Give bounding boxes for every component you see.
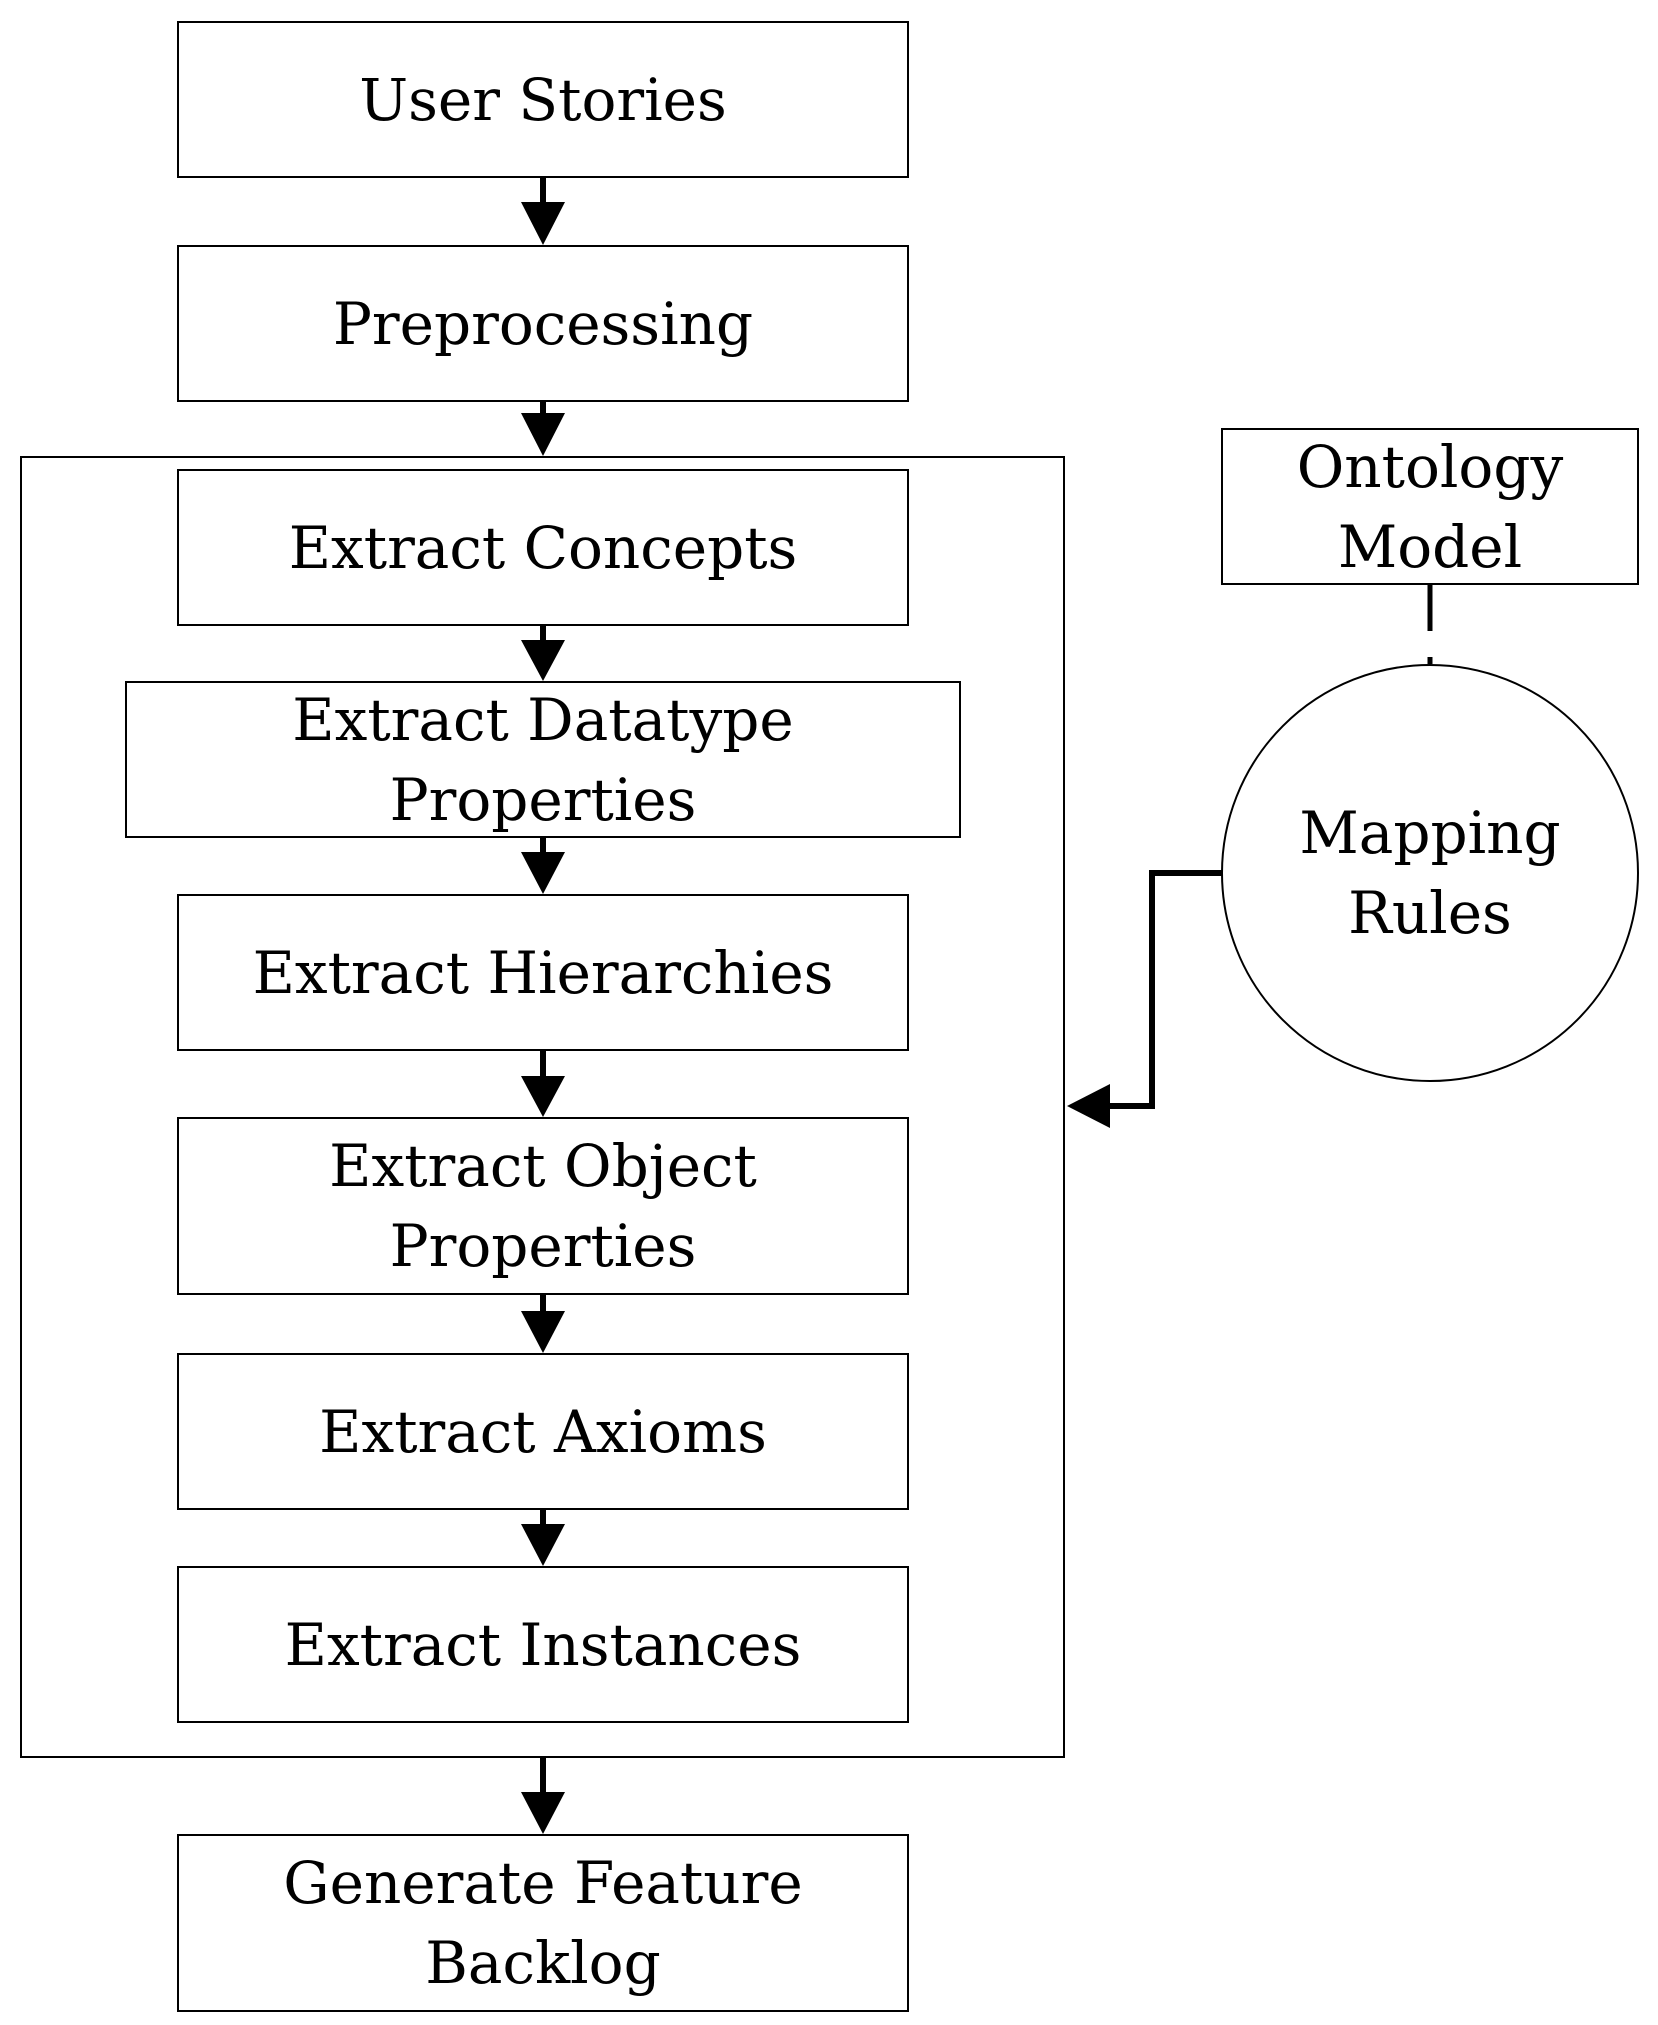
node-extract-concepts: Extract Concepts bbox=[177, 469, 909, 626]
node-extract-hierarchies: Extract Hierarchies bbox=[177, 894, 909, 1051]
arrowhead bbox=[521, 1076, 565, 1117]
node-extract-instances: Extract Instances bbox=[177, 1566, 909, 1723]
node-label: Rules bbox=[1348, 879, 1512, 947]
arrowhead bbox=[521, 852, 565, 894]
node-label: Extract Concepts bbox=[288, 513, 798, 582]
node-label: Generate Feature bbox=[283, 1849, 803, 1917]
node-label: Extract Datatype bbox=[292, 685, 794, 754]
node-label: Mapping bbox=[1299, 799, 1561, 867]
node-label: Backlog bbox=[425, 1929, 661, 1997]
node-ontology-model: Ontology Model bbox=[1221, 428, 1639, 585]
node-label: Model bbox=[1337, 512, 1523, 581]
node-label: Extract Axioms bbox=[319, 1397, 767, 1466]
node-label: Extract Instances bbox=[284, 1610, 802, 1679]
arrowhead bbox=[521, 1792, 565, 1834]
node-preprocessing: Preprocessing bbox=[177, 245, 909, 402]
node-extract-object-properties: Extract Object Properties bbox=[177, 1117, 909, 1295]
node-user-stories: User Stories bbox=[177, 21, 909, 178]
node-mapping-rules: Mapping Rules bbox=[1221, 664, 1639, 1082]
arrowhead bbox=[521, 202, 565, 245]
extraction-group bbox=[20, 456, 1065, 1758]
node-label: Ontology bbox=[1296, 432, 1564, 501]
node-label: Extract Hierarchies bbox=[252, 938, 834, 1007]
node-label: Extract Object bbox=[329, 1132, 757, 1200]
arrowhead bbox=[521, 1311, 565, 1353]
node-label: Properties bbox=[389, 1212, 697, 1280]
node-label: Preprocessing bbox=[332, 289, 754, 358]
node-label: User Stories bbox=[359, 65, 727, 134]
node-generate-feature-backlog: Generate Feature Backlog bbox=[177, 1834, 909, 2012]
arrowhead bbox=[521, 413, 565, 456]
node-label: Properties bbox=[389, 765, 697, 834]
node-extract-datatype-properties: Extract Datatype Properties bbox=[125, 681, 961, 838]
arrowhead bbox=[521, 1524, 565, 1566]
node-extract-axioms: Extract Axioms bbox=[177, 1353, 909, 1510]
arrowhead bbox=[521, 640, 565, 681]
arrowhead bbox=[1067, 1084, 1110, 1128]
edge-mapping-rules-to-group bbox=[1108, 870, 1223, 1109]
